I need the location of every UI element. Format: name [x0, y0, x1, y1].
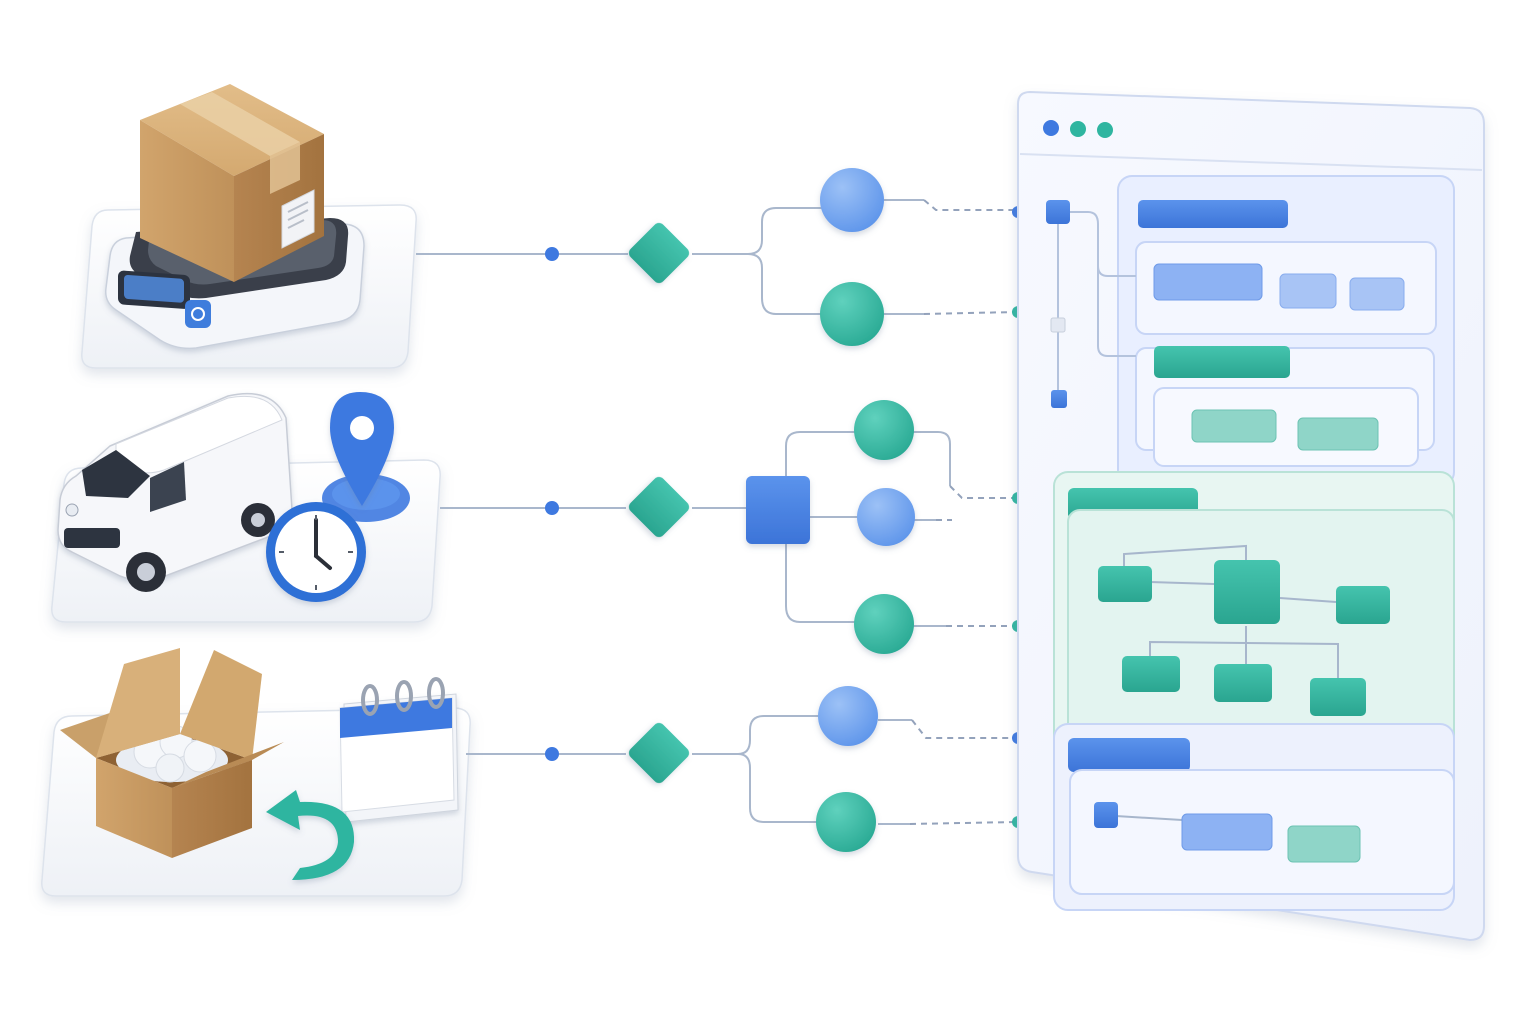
- branch-node-teal: [816, 792, 876, 852]
- tree-child-node[interactable]: [1336, 586, 1390, 624]
- branch-node-blue: [857, 488, 915, 546]
- section-header-bar: [1068, 738, 1190, 772]
- tree-leaf-node[interactable]: [1214, 664, 1272, 702]
- branch-node-blue: [820, 168, 884, 232]
- scenario-tile-weighing: [81, 84, 417, 369]
- tree-child-node[interactable]: [1098, 566, 1152, 602]
- package-box-icon: [140, 84, 324, 282]
- open-box-icon: [60, 648, 284, 858]
- tree-leaf-node[interactable]: [1310, 678, 1366, 716]
- detail-node[interactable]: [1094, 802, 1118, 828]
- branch-node-teal: [820, 282, 884, 346]
- connector-dot: [545, 747, 559, 761]
- calendar-icon: [339, 677, 459, 823]
- location-pin-icon: [322, 392, 410, 522]
- scenario-tile-van-delivery: [51, 392, 441, 623]
- sub-header-bar: [1154, 346, 1290, 378]
- process-node: [746, 476, 810, 544]
- form-field[interactable]: [1153, 263, 1263, 301]
- detail-row-section: [1053, 723, 1455, 911]
- detail-field[interactable]: [1181, 813, 1273, 851]
- form-field[interactable]: [1297, 417, 1379, 451]
- connector-dot: [545, 501, 559, 515]
- window-controls: [1043, 120, 1113, 138]
- form-field[interactable]: [1279, 273, 1337, 309]
- connector-lines: [416, 199, 951, 825]
- tree-node[interactable]: [1046, 200, 1070, 224]
- decision-diamond: [628, 476, 690, 538]
- clock-icon: [266, 502, 366, 602]
- tree-node[interactable]: [1051, 390, 1067, 408]
- decision-diamond: [628, 722, 690, 784]
- branch-nodes: [816, 168, 915, 852]
- branch-node-teal: [854, 594, 914, 654]
- branch-node-teal: [854, 400, 914, 460]
- form-field[interactable]: [1349, 277, 1405, 311]
- window-control-dot[interactable]: [1070, 121, 1086, 137]
- branch-node-blue: [818, 686, 878, 746]
- return-arrow-icon: [266, 790, 355, 880]
- tree-node[interactable]: [1050, 317, 1066, 333]
- form-field[interactable]: [1191, 409, 1277, 443]
- delivery-van-icon: [57, 392, 293, 592]
- tree-workflow-section: [1053, 471, 1455, 751]
- decision-nodes: [628, 222, 690, 784]
- window-control-dot[interactable]: [1097, 122, 1113, 138]
- detail-field[interactable]: [1287, 825, 1361, 863]
- tree-leaf-node[interactable]: [1122, 656, 1180, 692]
- window-control-dot[interactable]: [1043, 120, 1059, 136]
- decision-diamond: [628, 222, 690, 284]
- section-header-bar: [1138, 200, 1288, 228]
- dashed-connectors: [909, 199, 1017, 825]
- connector-dot: [545, 247, 559, 261]
- tree-root-node[interactable]: [1214, 560, 1280, 624]
- scenario-tile-returns: [41, 648, 471, 897]
- app-window: [1017, 90, 1485, 942]
- nested-form-section: [1046, 175, 1455, 487]
